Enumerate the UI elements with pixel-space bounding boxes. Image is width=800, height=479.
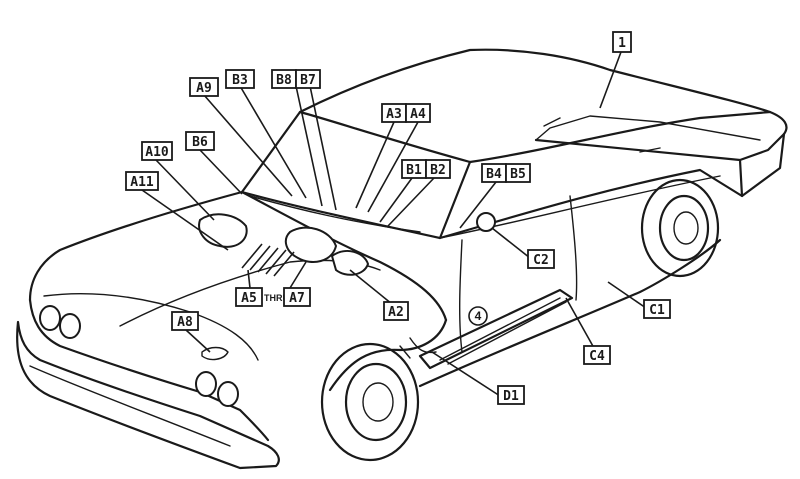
callout-c2: C2 xyxy=(527,249,555,269)
svg-text:B2: B2 xyxy=(430,163,446,178)
svg-text:A4: A4 xyxy=(410,107,426,122)
leader-lines xyxy=(141,51,647,397)
callout-a11: A11 xyxy=(125,171,159,191)
trunk-outline xyxy=(534,132,786,198)
rocker-ribs xyxy=(439,297,567,365)
svg-text:B7: B7 xyxy=(300,73,316,88)
grille-outline xyxy=(28,298,270,442)
rear-wheel xyxy=(640,178,720,278)
car-body xyxy=(16,48,788,470)
svg-text:B3: B3 xyxy=(232,73,248,88)
bumper-lower-edge xyxy=(29,365,231,447)
callout-b1: B1 xyxy=(401,159,427,179)
callout-b8: B8 xyxy=(271,69,297,89)
svg-text:D1: D1 xyxy=(503,389,519,404)
circled-callout-4: 4 xyxy=(468,306,488,326)
rocker-panel xyxy=(418,288,574,370)
callout-a3: A3 xyxy=(381,103,407,123)
callout-c4: C4 xyxy=(583,345,611,365)
svg-text:C1: C1 xyxy=(649,303,665,318)
hood-front-edge xyxy=(43,293,259,361)
callout-a7: A7 xyxy=(283,287,311,307)
svg-text:A5: A5 xyxy=(241,291,257,306)
roof-outline xyxy=(298,48,788,136)
svg-text:A7: A7 xyxy=(289,291,305,306)
svg-text:A10: A10 xyxy=(145,145,169,160)
svg-text:B5: B5 xyxy=(510,167,526,182)
svg-text:4: 4 xyxy=(475,309,482,323)
callout-a4: A4 xyxy=(405,103,431,123)
headlight-right-inner xyxy=(195,371,217,397)
callout-a8: A8 xyxy=(171,311,199,331)
callout-b6: B6 xyxy=(185,131,215,151)
front-fender xyxy=(328,318,448,392)
callout-c1: C1 xyxy=(643,299,671,319)
svg-text:A3: A3 xyxy=(386,107,402,122)
hood-outline xyxy=(28,190,448,322)
cowl-line xyxy=(249,195,421,233)
svg-text:B6: B6 xyxy=(192,135,208,150)
callout-a9: A9 xyxy=(189,77,219,97)
callout-thru-text: THRU xyxy=(264,293,289,303)
callout-b5: B5 xyxy=(505,163,531,183)
belt-line xyxy=(439,175,721,239)
front-bumper xyxy=(16,320,280,470)
engine-part-right xyxy=(330,249,370,276)
fuel-filler xyxy=(476,212,496,232)
svg-text:A8: A8 xyxy=(177,315,193,330)
door-front-edge xyxy=(459,239,463,353)
svg-text:A11: A11 xyxy=(130,175,154,190)
callout-a10: A10 xyxy=(141,141,173,161)
svg-text:A2: A2 xyxy=(388,305,404,320)
callout-b4: B4 xyxy=(481,163,507,183)
headlight-left-outer xyxy=(39,305,61,331)
headlight-left-inner xyxy=(59,313,81,339)
svg-text:B8: B8 xyxy=(276,73,292,88)
callout-b2: B2 xyxy=(425,159,451,179)
roof-rail xyxy=(468,110,772,164)
callout-a5: A5 xyxy=(235,287,263,307)
engine-part-center xyxy=(284,226,338,263)
svg-text:B4: B4 xyxy=(486,167,502,182)
hood-latch xyxy=(201,346,229,361)
svg-text:1: 1 xyxy=(618,36,626,51)
door-rear-edge xyxy=(569,195,578,301)
callout-b7: B7 xyxy=(295,69,321,89)
windshield-outline xyxy=(240,110,472,240)
callout-d1: D1 xyxy=(497,385,525,405)
svg-text:B1: B1 xyxy=(406,163,422,178)
callout-b3: B3 xyxy=(225,69,255,89)
package-shelf xyxy=(535,115,761,141)
front-wheel xyxy=(320,342,420,462)
callout-a2: A2 xyxy=(383,301,409,321)
radiator-hatch xyxy=(241,243,295,277)
side-body-lower xyxy=(418,238,722,388)
svg-text:A9: A9 xyxy=(196,81,212,96)
headlight-right-outer xyxy=(217,381,239,407)
deck-trim-left xyxy=(543,117,661,153)
svg-text:C2: C2 xyxy=(533,253,549,268)
callout-1: 1 xyxy=(612,31,632,53)
svg-text:C4: C4 xyxy=(589,349,605,364)
engine-part-left xyxy=(198,213,248,248)
